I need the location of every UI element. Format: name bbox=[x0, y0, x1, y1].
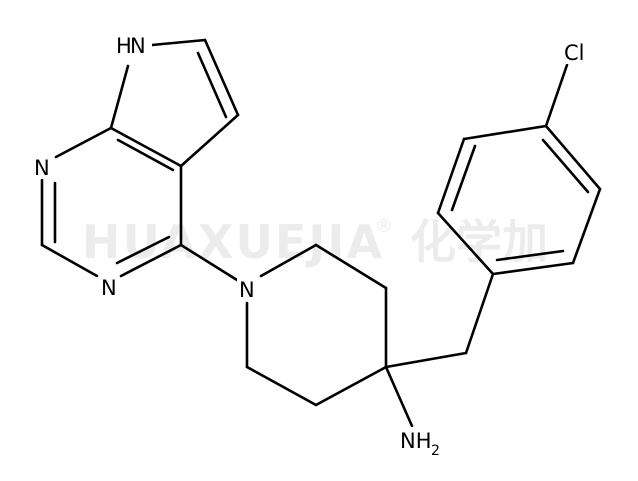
atom-labels: H N N N N Cl NH 2 bbox=[32, 33, 591, 459]
bond-ar4-inner bbox=[541, 138, 590, 194]
bond-ar2-inner bbox=[450, 144, 477, 212]
atom-pyrrole-h: H bbox=[116, 34, 132, 58]
atom-pyrimidine-n1: N bbox=[34, 156, 50, 180]
bond-ca-cb bbox=[314, 243, 388, 290]
bond-n3-c4 bbox=[119, 243, 183, 278]
watermark: HUAXUEJIA ® 化学加 bbox=[82, 215, 548, 269]
bond-ar4 bbox=[544, 124, 602, 191]
label-bg-npip bbox=[237, 277, 257, 301]
bond-ar6 bbox=[491, 261, 575, 276]
label-bg-cl bbox=[563, 40, 591, 64]
bond-ar1 bbox=[436, 211, 495, 276]
bond-c3-c3a bbox=[179, 113, 240, 168]
bond-cc-cd bbox=[245, 365, 318, 407]
atom-pyrrole-n: N bbox=[130, 34, 146, 58]
bond-cq-cc bbox=[314, 365, 388, 407]
label-bg-nh2 bbox=[399, 427, 443, 457]
label-bg-nh bbox=[110, 33, 152, 57]
bond-ar5 bbox=[571, 187, 602, 265]
bond-c2-c3 bbox=[203, 38, 240, 117]
atom-amine: NH bbox=[400, 429, 432, 453]
bond-ar2 bbox=[436, 137, 466, 215]
atom-chlorine: Cl bbox=[564, 41, 585, 65]
bond-ar3 bbox=[462, 124, 548, 141]
bond-c7a-c3a bbox=[109, 126, 183, 168]
bond-npip-ca bbox=[259, 243, 318, 278]
bond-nh-c2 bbox=[150, 38, 207, 47]
bond-c7a-c3a-inner bbox=[116, 138, 175, 172]
bonds bbox=[40, 38, 602, 428]
bond-c-cl bbox=[544, 63, 569, 128]
bond-ar6-inner bbox=[495, 249, 565, 262]
bond-cq-ch2 bbox=[384, 351, 468, 369]
bond-n3-c4-inner bbox=[115, 235, 171, 265]
atom-piperidine-n: N bbox=[239, 278, 255, 302]
bond-ch2-cipso bbox=[464, 272, 495, 355]
watermark-cjk: 化学加 bbox=[410, 215, 548, 269]
bond-c4-npip bbox=[179, 243, 239, 282]
bond-cq-nh2 bbox=[384, 365, 414, 428]
bond-c2-n3 bbox=[40, 243, 99, 278]
watermark-latin: HUAXUEJIA bbox=[82, 215, 384, 269]
bond-nh-c7a bbox=[109, 64, 130, 130]
bond-c2-c3-inner bbox=[196, 51, 228, 119]
bond-c7a-n1 bbox=[54, 126, 113, 159]
atom-amine-subscript: 2 bbox=[431, 443, 440, 459]
label-bg-n1 bbox=[32, 155, 52, 179]
label-bg-n3 bbox=[99, 275, 119, 299]
watermark-registered: ® bbox=[375, 216, 393, 237]
atom-pyrimidine-n3: N bbox=[101, 276, 117, 300]
